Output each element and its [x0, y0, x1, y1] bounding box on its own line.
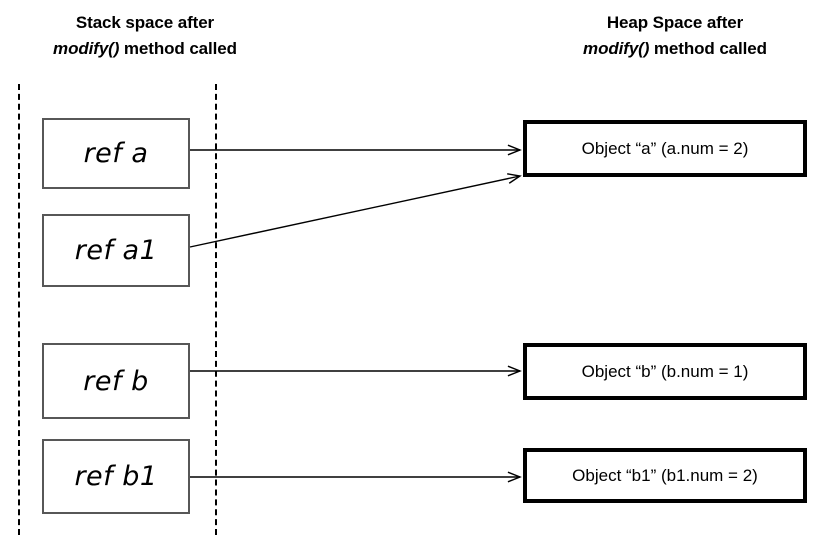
heap-object-b: Object “b” (b.num = 1) — [523, 343, 807, 400]
ref-a-to-object-a-arrow — [190, 144, 522, 156]
stack-title-line2-rest: method called — [119, 39, 237, 59]
stack-frame-label: ref a1 — [74, 235, 158, 266]
stack-frame-ref-a1: ref a1 — [42, 214, 190, 287]
heap-title-method: modify() — [583, 39, 650, 59]
stack-right-boundary-dashed-line — [215, 84, 217, 535]
stack-frame-label: ref b — [83, 365, 149, 397]
heap-title-line2-rest: method called — [649, 39, 767, 59]
heap-object-label: Object “b1” (b1.num = 2) — [572, 465, 758, 485]
heap-object-label: Object “b” (b.num = 1) — [581, 361, 749, 381]
heap-object-label: Object “a” (a.num = 2) — [581, 138, 749, 158]
stack-title-line1: Stack space after — [75, 13, 215, 32]
ref-b1-to-object-b1-arrow — [190, 471, 522, 483]
stack-frame-ref-a: ref a — [42, 118, 190, 189]
stack-frame-label: ref b1 — [74, 461, 158, 492]
ref-b-to-object-b-arrow — [190, 365, 522, 377]
stack-left-boundary-dashed-line — [18, 84, 20, 535]
stack-frame-ref-b1: ref b1 — [42, 439, 190, 514]
stack-section-title: Stack space after modify() method called — [10, 10, 280, 63]
heap-object-b1: Object “b1” (b1.num = 2) — [523, 448, 807, 503]
heap-section-title: Heap Space after modify() method called — [530, 10, 820, 63]
stack-frame-label: ref a — [83, 138, 149, 169]
heap-title-line1: Heap Space after — [606, 13, 744, 32]
ref-a1-to-object-a-arrow — [189, 173, 522, 248]
heap-object-a: Object “a” (a.num = 2) — [523, 120, 807, 177]
stack-frame-ref-b: ref b — [42, 343, 190, 419]
stack-title-method: modify() — [53, 39, 120, 59]
